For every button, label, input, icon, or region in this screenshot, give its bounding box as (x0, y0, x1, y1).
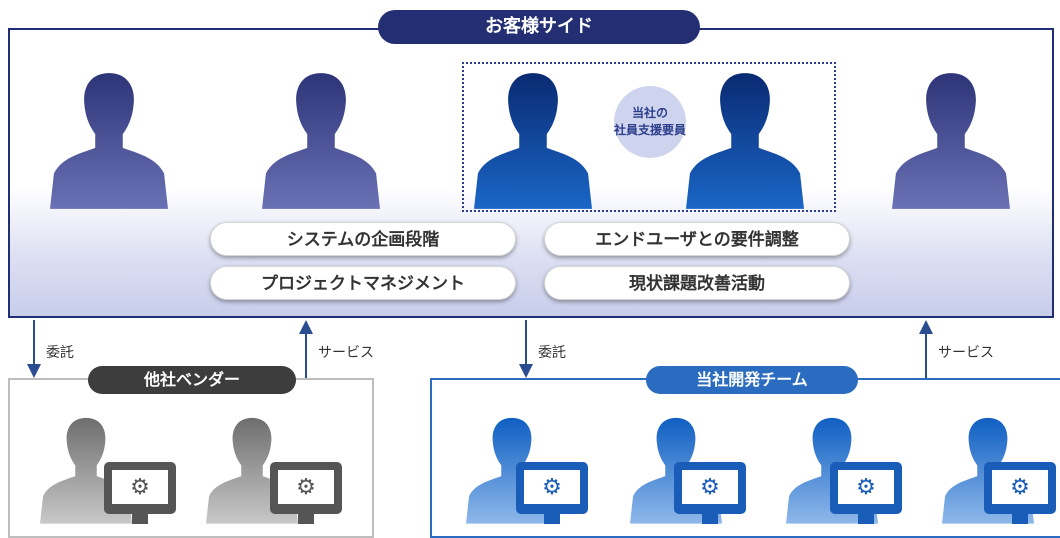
dev-team-title: 当社開発チーム (646, 366, 858, 394)
dev-monitor-3: ⚙ (830, 462, 902, 524)
dev-monitor-2: ⚙ (674, 462, 746, 524)
gear-icon: ⚙ (130, 475, 150, 500)
delegate-arrow-left (27, 320, 41, 378)
delegate-label-left: 委託 (46, 345, 74, 361)
gear-icon: ⚙ (856, 475, 876, 500)
customer-side-title: お客様サイド (378, 10, 700, 44)
task-system-planning: システムの企画段階 (210, 222, 516, 256)
gear-icon: ⚙ (700, 475, 720, 500)
staff-group-box (462, 62, 836, 212)
service-label-left: サービス (318, 345, 374, 361)
gear-icon: ⚙ (296, 475, 316, 500)
gear-icon: ⚙ (1010, 475, 1030, 500)
vendor-title: 他社ベンダー (88, 366, 296, 394)
delegate-label-right: 委託 (538, 345, 566, 361)
service-label-right: サービス (938, 345, 994, 361)
delegate-arrow-right (519, 320, 533, 378)
gear-icon: ⚙ (542, 475, 562, 500)
dev-monitor-4: ⚙ (984, 462, 1056, 524)
service-arrow-left (299, 320, 313, 378)
service-arrow-right (919, 320, 933, 378)
task-improvement-activities: 現状課題改善活動 (544, 266, 850, 300)
vendor-monitor-1: ⚙ (104, 462, 176, 524)
vendor-monitor-2: ⚙ (270, 462, 342, 524)
task-requirements-coordination: エンドユーザとの要件調整 (544, 222, 850, 256)
staff-badge: 当社の 社員支援要員 (614, 86, 686, 158)
task-project-management: プロジェクトマネジメント (210, 266, 516, 300)
staff-badge-line1: 当社の (631, 106, 668, 120)
staff-badge-line2: 社員支援要員 (614, 123, 687, 137)
dev-monitor-1: ⚙ (516, 462, 588, 524)
